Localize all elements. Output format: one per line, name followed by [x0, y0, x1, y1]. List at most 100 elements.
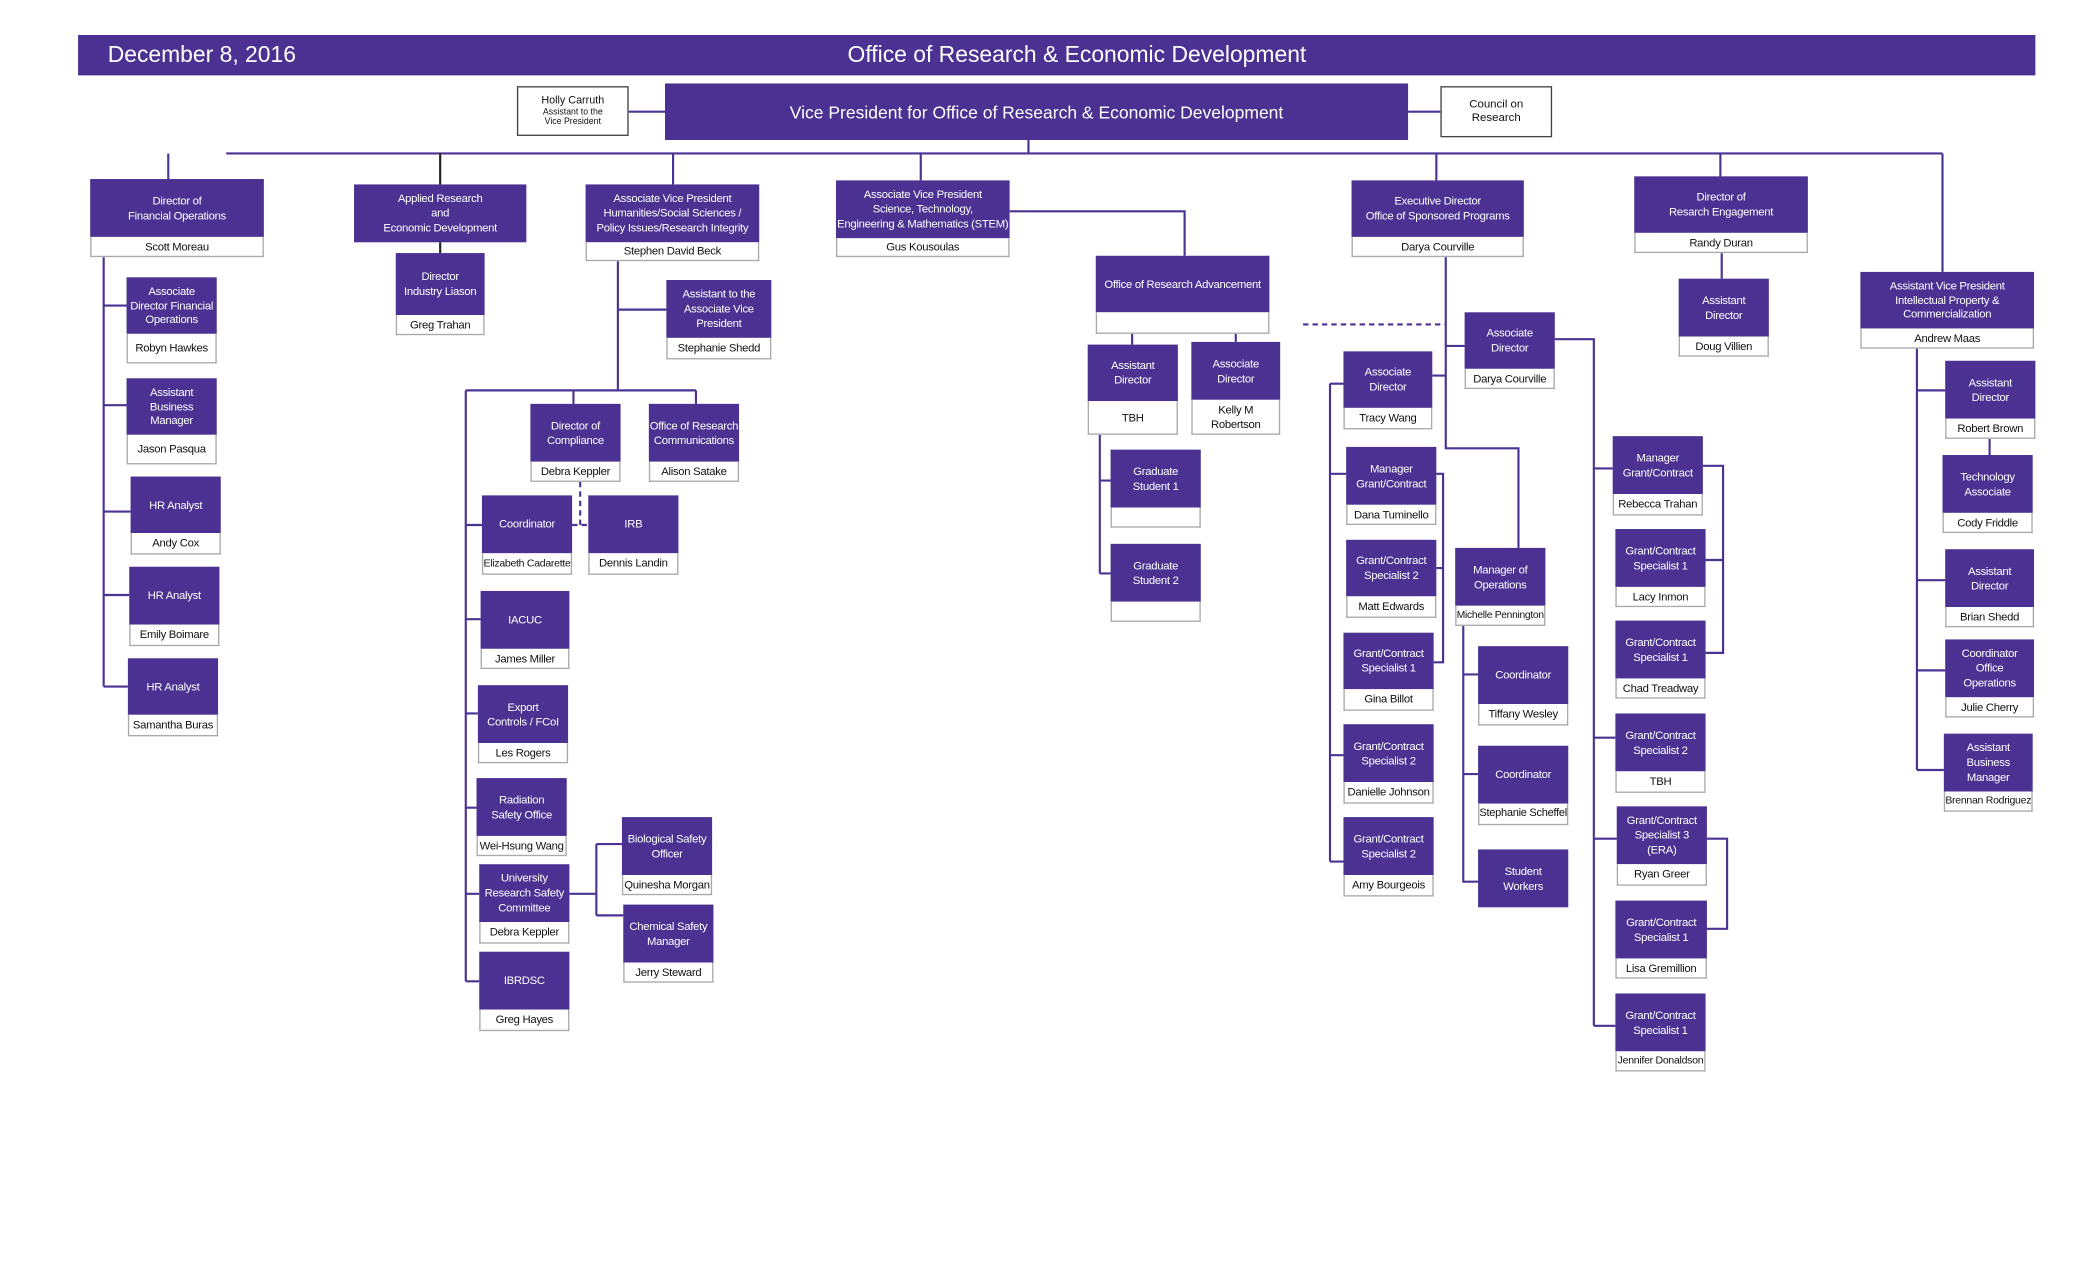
node-name: Jason Pasqua	[126, 434, 217, 465]
org-node: Grant/Contract Specialist 3 (ERA)Ryan Gr…	[1616, 806, 1707, 886]
org-node: Office of Research Advancement	[1095, 255, 1270, 334]
node-name: Scott Moreau	[90, 236, 264, 258]
vice-president-title: Vice President for Office of Research & …	[789, 101, 1284, 122]
org-node: Associate Vice President Science, Techno…	[835, 180, 1010, 258]
assistant-to-vp-name: Holly Carruth	[541, 94, 605, 107]
node-name: Tracy Wang	[1343, 407, 1433, 430]
council-on-research-title: Council on Research	[1469, 97, 1524, 124]
node-title: Applied Research and Economic Developmen…	[354, 184, 527, 243]
node-name: Gina Billot	[1343, 689, 1434, 711]
header-date: December 8, 2016	[107, 41, 296, 68]
node-title: Coordinator	[1478, 745, 1569, 804]
node-title: Coordinator	[1478, 646, 1569, 705]
node-name: Andy Cox	[130, 533, 221, 555]
header-bar: December 8, 2016 Office of Research & Ec…	[78, 34, 2036, 76]
node-title: Radiation Safety Office	[476, 778, 567, 836]
node-title: Grant/Contract Specialist 2	[1346, 539, 1437, 597]
node-title: Student Workers	[1478, 849, 1569, 908]
node-title: Grant/Contract Specialist 1	[1615, 900, 1707, 959]
node-title: Executive Director Office of Sponsored P…	[1351, 180, 1524, 237]
node-name: Alison Satake	[648, 461, 740, 482]
node-name: Matt Edwards	[1346, 596, 1437, 618]
node-title: HR Analyst	[130, 476, 221, 534]
header-title: Office of Research & Economic Developmen…	[847, 41, 1307, 68]
org-node: Executive Director Office of Sponsored P…	[1351, 180, 1524, 258]
node-name: Greg Hayes	[479, 1009, 570, 1032]
node-title: Graduate Student 2	[1110, 543, 1201, 602]
node-title: Grant/Contract Specialist 3 (ERA)	[1616, 806, 1707, 865]
node-title: Associate Director Financial Operations	[126, 277, 217, 334]
node-title: Assistant Director	[1945, 549, 2035, 608]
node-title: Assistant Director	[1945, 360, 2036, 419]
node-name: Andrew Maas	[1860, 328, 2035, 349]
node-title: Grant/Contract Specialist 2	[1343, 817, 1434, 875]
node-name: Jerry Steward	[623, 962, 714, 983]
node-name: James Miller	[480, 648, 570, 670]
node-title: Assistant to the Associate Vice Presiden…	[666, 279, 772, 338]
node-name: Gus Kousoulas	[835, 238, 1010, 258]
node-title: Coordinator Office Operations	[1945, 639, 2035, 698]
assistant-to-vp-title: Assistant to the Vice President	[542, 107, 603, 127]
node-name: Brian Shedd	[1945, 607, 2035, 628]
node-title: Associate Director	[1464, 312, 1555, 369]
node-title: Grant/Contract Specialist 2	[1615, 713, 1706, 772]
node-name: Elizabeth Cadarette	[481, 553, 573, 575]
assistant-to-vp-box: Holly Carruth Assistant to the Vice Pres…	[516, 86, 629, 136]
node-name: Lisa Gremillion	[1615, 958, 1707, 979]
node-title: HR Analyst	[127, 658, 219, 715]
node-name: Stephanie Shedd	[666, 337, 772, 360]
node-name: Les Rogers	[477, 743, 569, 764]
node-title: Grant/Contract Specialist 1	[1615, 993, 1706, 1052]
node-title: HR Analyst	[129, 566, 220, 625]
node-name: Stephen David Beck	[585, 242, 760, 262]
node-title: Assistant Business Manager	[126, 378, 217, 435]
node-title: Associate Vice President Science, Techno…	[835, 180, 1010, 239]
node-title: Associate Director	[1191, 341, 1281, 400]
node-title: Chemical Safety Manager	[623, 904, 714, 963]
node-title: Manager Grant/Contract	[1346, 446, 1437, 505]
node-title: Grant/Contract Specialist 1	[1343, 632, 1434, 690]
node-name: Dana Tuminello	[1346, 504, 1437, 525]
node-title: Grant/Contract Specialist 1	[1615, 529, 1706, 587]
node-name: Tiffany Wesley	[1478, 704, 1569, 726]
node-name: Dennis Landin	[588, 553, 679, 575]
node-title: Grant/Contract Specialist 1	[1615, 620, 1706, 679]
org-node: Assistant to the Associate Vice Presiden…	[666, 279, 772, 360]
node-name: Brennan Rodriguez	[1943, 791, 2033, 812]
node-name: Jennifer Donaldson	[1615, 1051, 1706, 1072]
node-title: Manager Grant/Contract	[1612, 436, 1703, 495]
node-name: Randy Duran	[1634, 232, 1808, 254]
node-name: TBH	[1615, 771, 1706, 793]
node-title: Office of Research Advancement	[1095, 255, 1270, 313]
node-name: Ryan Greer	[1616, 864, 1707, 886]
node-title: Biological Safety Officer	[621, 817, 713, 875]
